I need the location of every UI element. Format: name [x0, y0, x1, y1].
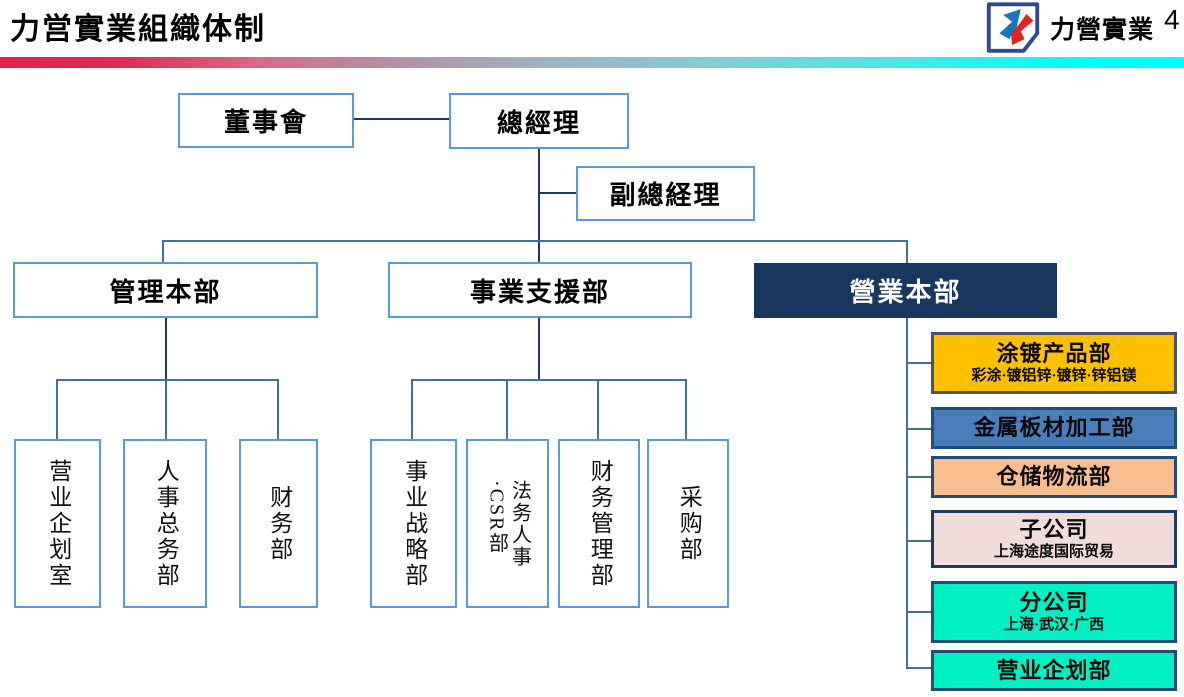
- box-subsidiary-label: 子公司: [1019, 516, 1089, 542]
- box-business-support-division: 事業支援部: [388, 262, 692, 318]
- company-logo-icon: [986, 2, 1040, 53]
- box-deputy-general-manager-label: 副總経理: [609, 180, 722, 210]
- box-dept-legal-hr-csr: 法务人事 ·CSR部: [466, 439, 549, 608]
- company-logo: 力營實業: [982, 1, 1154, 54]
- connector: [538, 318, 540, 380]
- connector: [162, 240, 908, 242]
- box-sales-division: 營業本部: [754, 263, 1057, 318]
- company-logo-text: 力營實業: [1050, 15, 1155, 44]
- connector: [506, 381, 508, 439]
- box-subsidiary-subtitle: 上海途度国际贸易: [993, 544, 1114, 561]
- box-board: 董事會: [178, 93, 354, 148]
- box-business-support-division-label: 事業支援部: [469, 276, 610, 307]
- box-dept-metal-sheet-processing-label: 金属板材加工部: [973, 415, 1135, 441]
- box-dept-business-strategy: 事业战略部: [370, 439, 457, 608]
- connector: [907, 540, 931, 542]
- connector: [539, 192, 576, 194]
- connector: [597, 381, 599, 439]
- header-divider-bar: [0, 57, 1184, 68]
- box-general-manager-label: 總經理: [496, 107, 581, 138]
- connector: [352, 118, 449, 120]
- box-sales-division-label: 營業本部: [849, 277, 962, 307]
- box-dept-sales-planning-office: 营业企划室: [14, 439, 101, 608]
- box-dept-warehouse-logistics: 仓储物流部: [931, 456, 1177, 498]
- box-management-division-label: 管理本部: [109, 276, 222, 307]
- box-dept-coated-products-subtitle: 彩涂·镀铝锌·镀锌·锌铝镁: [971, 368, 1137, 385]
- connector: [411, 379, 687, 381]
- box-branch-offices: 分公司 上海·武汉·广西: [931, 581, 1177, 643]
- box-dept-sales-planning: 营业企划部: [931, 650, 1177, 691]
- box-dept-coated-products: 涂镀产品部 彩涂·镀铝锌·镀锌·锌铝镁: [931, 332, 1177, 394]
- box-dept-hr-general-affairs: 人事总务部: [123, 439, 207, 608]
- page-title: 力営實業組織体制: [10, 13, 266, 46]
- connector: [907, 428, 931, 430]
- box-subsidiary: 子公司 上海途度国际贸易: [931, 510, 1177, 568]
- connector: [907, 476, 931, 478]
- box-deputy-general-manager: 副總経理: [576, 166, 755, 221]
- box-branch-offices-subtitle: 上海·武汉·广西: [1003, 617, 1104, 634]
- connector: [162, 242, 164, 262]
- connector: [56, 381, 58, 439]
- connector: [907, 667, 931, 669]
- box-dept-coated-products-label: 涂镀产品部: [996, 340, 1112, 366]
- connector: [277, 381, 279, 439]
- box-dept-warehouse-logistics-label: 仓储物流部: [996, 464, 1112, 490]
- box-dept-finance-management: 财务管理部: [558, 439, 640, 608]
- box-dept-sales-planning-label: 营业企划部: [996, 657, 1112, 683]
- slide-number: 4: [1164, 4, 1180, 35]
- connector: [907, 362, 931, 364]
- connector: [906, 242, 908, 263]
- box-dept-metal-sheet-processing: 金属板材加工部: [931, 407, 1177, 449]
- connector: [165, 318, 167, 380]
- connector: [538, 242, 540, 262]
- box-dept-procurement: 采购部: [647, 439, 729, 608]
- box-general-manager: 總經理: [449, 93, 629, 149]
- connector: [906, 318, 908, 669]
- connector: [685, 381, 687, 439]
- box-board-label: 董事會: [223, 107, 308, 137]
- box-dept-finance: 财务部: [239, 439, 318, 608]
- box-branch-offices-label: 分公司: [1019, 589, 1089, 615]
- connector: [165, 381, 167, 439]
- connector: [411, 381, 413, 439]
- connector: [56, 379, 279, 381]
- box-management-division: 管理本部: [13, 262, 318, 318]
- connector: [538, 149, 540, 242]
- connector: [907, 611, 931, 613]
